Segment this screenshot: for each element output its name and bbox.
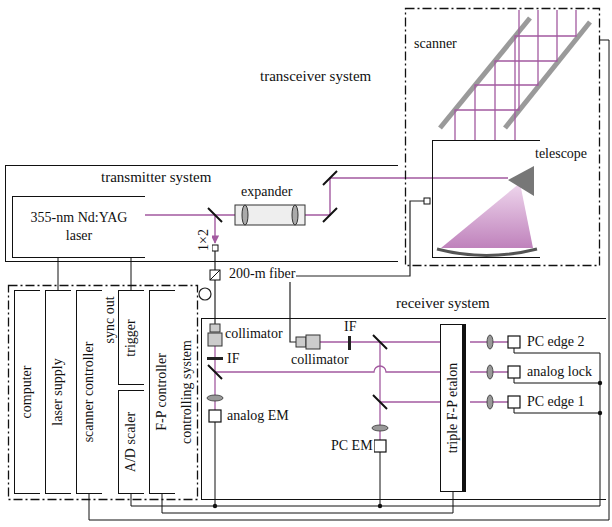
lens [487,365,493,379]
box-label: A/D scaler [123,412,139,472]
group-heading: receiver system [396,295,490,311]
detector [508,396,520,408]
junction-dot [598,381,602,385]
laser-beam [455,10,576,140]
box-label: F-P controller [154,353,170,431]
part-label: 200-m fiber [228,266,296,282]
signal-cable [162,492,453,513]
laser-box: 355-nm Nd:YAG laser [12,196,145,258]
group-outline [406,9,600,266]
collimator [210,324,220,332]
beam-splitter [208,365,222,379]
signal-wire [380,452,381,506]
control-unit: F-P controller [149,290,175,494]
telescope-optics [437,166,537,256]
part-label: expander [240,184,293,200]
detector [508,366,520,378]
mirror [208,208,222,222]
interference-filter [348,336,351,350]
beam-splitter [373,335,387,349]
control-unit: trigger [118,290,144,385]
beam-splitter [208,335,387,409]
detector-label: PC edge 2 [526,334,586,350]
group-heading: telescope [533,146,589,162]
fiber-coupler [212,245,218,251]
part-label: IF [343,319,357,335]
detector [209,336,520,452]
box-label: laser supply [50,358,66,425]
optical-fiber [199,201,424,342]
etalon-box: triple F-P etalon [440,324,466,492]
splitter-ratio: 1×2 [196,228,212,252]
control-unit: laser supply [45,290,71,494]
interference-filter [207,357,223,360]
signal-cable [89,40,609,520]
telescope-optics [508,166,534,196]
telescope-box: telescope [432,140,540,258]
beam-splitter [373,395,387,409]
detector [209,410,221,422]
laser-beam [475,10,538,140]
signal-cable [58,258,59,290]
mirror [323,171,337,185]
collimator [208,324,320,349]
lens [487,335,493,349]
control-unit: scanner controller [76,290,102,494]
part-label: IF [226,351,240,367]
telescope-optics [437,249,537,256]
lens [207,395,223,401]
part-label: collimator [224,326,284,342]
detector [508,336,520,348]
group-heading: transmitter system [101,169,211,185]
lens [487,395,493,409]
lens [372,425,388,431]
optical-fiber [290,201,424,342]
fiber-coupler [210,270,220,280]
laser-beam [495,10,557,140]
detector-label: PC EM [330,438,374,454]
box-label: triple F-P etalon [445,363,461,453]
junction-dot [378,504,382,508]
laser-beam [455,10,519,140]
part-label: scanner [413,36,458,52]
detector-label: analog EM [226,408,290,424]
beam-expander [292,205,298,225]
fiber-coupler [210,270,220,280]
junction-dot [213,381,602,508]
mirror [323,208,337,222]
optical-fiber [199,288,211,300]
laser-beam [380,401,440,402]
group-outline [9,286,198,500]
signal-name: sync out [102,295,118,344]
box-label: computer [19,366,35,419]
box-label: 355-nm Nd:YAG laser [23,209,135,245]
beam-expander [242,205,248,225]
beam-expander [235,205,305,225]
telescope-optics [441,183,533,248]
fiber-coupler [424,198,430,204]
detector-label: PC edge 1 [526,394,586,410]
control-unit: computer [14,290,40,494]
collimator [296,337,306,347]
junction-dot [598,411,602,415]
collimator [306,335,320,349]
junction-dot [213,504,217,508]
detector-label: analog lock [526,364,593,380]
detector [374,440,386,452]
group-heading: transceiver system [260,68,371,84]
box-label: scanner controller [81,342,97,443]
signal-wire [215,422,216,506]
control-unit: A/D scaler [118,390,144,494]
collimator [208,333,222,346]
beam-expander [235,205,305,225]
laser-beam [214,215,215,243]
part-label: collimator [290,352,350,368]
box-label: trigger [123,319,139,356]
laser-beam [515,10,576,140]
scanner-mirror [505,22,590,128]
box-label: controlling system [179,340,195,444]
